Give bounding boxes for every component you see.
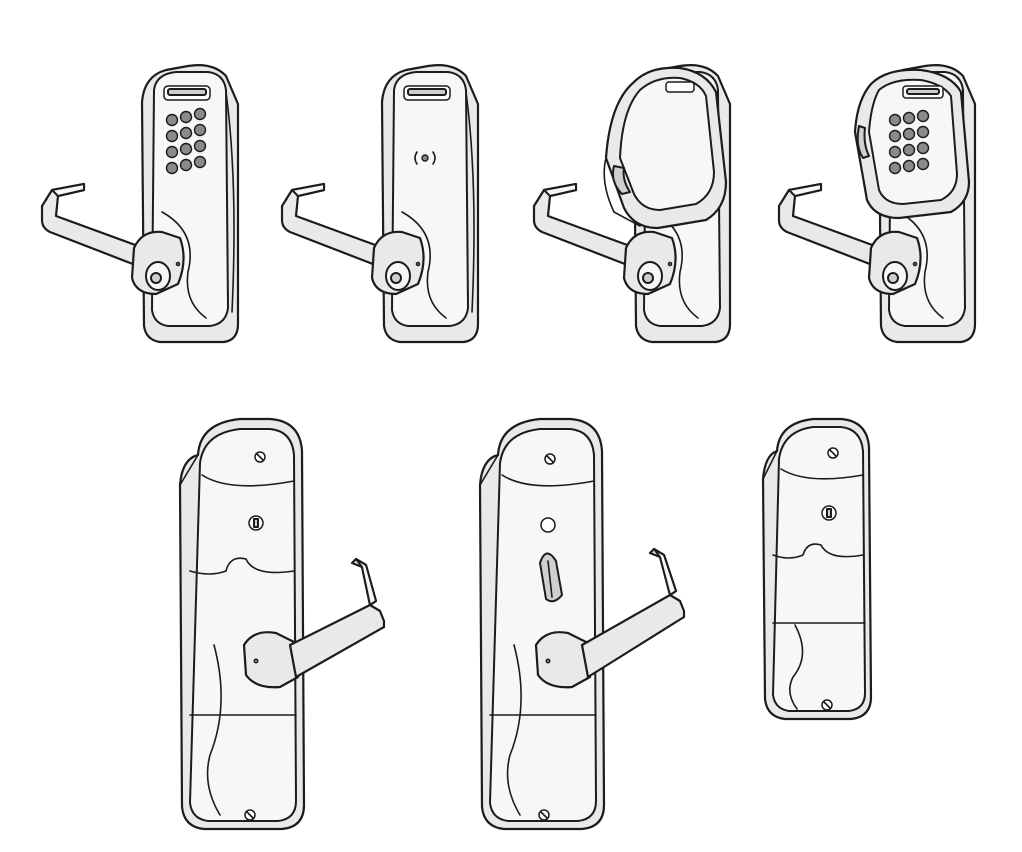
lever-lock-prox-reader-icon: [280, 64, 480, 344]
lever-lock-magstripe-keypad-icon: [777, 64, 977, 344]
prox-symbol-icon: [414, 151, 436, 165]
lever-lock-magstripe-reader-icon: [532, 64, 732, 344]
lever-lock-keypad-icon: [40, 64, 240, 344]
mortise-lock-lever-icon: [178, 417, 386, 831]
mortise-lock-lever-thumbturn-icon: [478, 417, 686, 831]
mortise-lock-trim-only-icon: [761, 417, 873, 721]
